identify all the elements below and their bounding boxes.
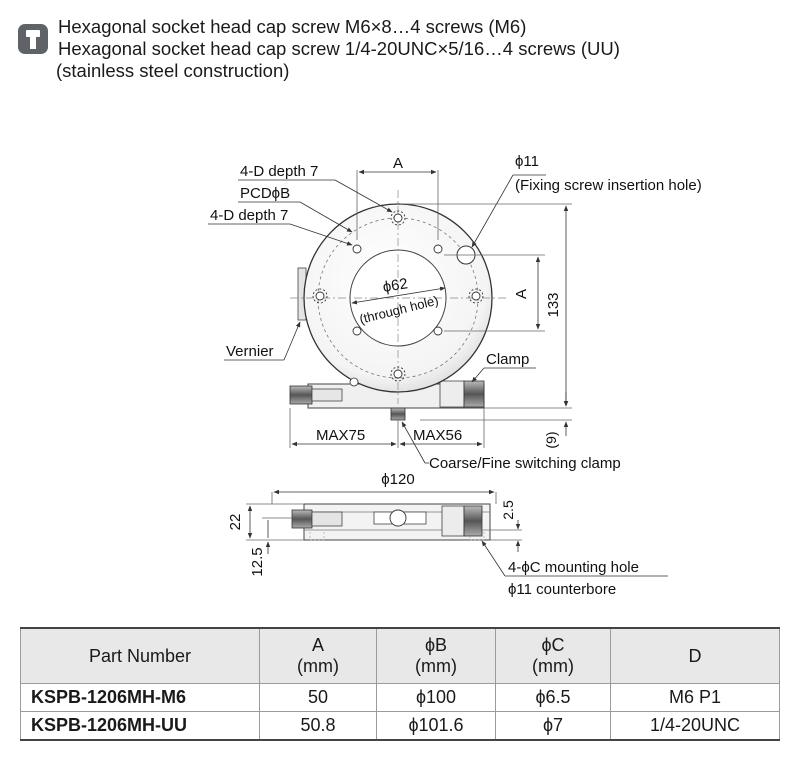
label-depth7-left: 4-D depth 7 <box>210 207 288 224</box>
cell-d: M6 P1 <box>610 683 780 712</box>
label-fixing-hole: (Fixing screw insertion hole) <box>515 177 702 194</box>
cell-c: ϕ7 <box>495 711 611 741</box>
cell-d: 1/4-20UNC <box>610 711 780 741</box>
label-counterbore: ϕ11 counterbore <box>508 581 616 598</box>
dim-a-top <box>356 169 439 240</box>
clamp-body <box>439 380 465 408</box>
technical-drawing: A ϕ11 (Fixing screw insertion hole) 4-D … <box>208 153 702 598</box>
label-max75: MAX75 <box>316 427 365 444</box>
note-line-3: (stainless steel construction) <box>56 60 290 81</box>
label-clamp: Clamp <box>486 351 529 368</box>
label-dim-12-5: 12.5 <box>249 547 266 576</box>
label-pcd: PCDϕB <box>240 185 290 202</box>
header-d: D <box>610 627 780 684</box>
micrometer-barrel-left <box>311 388 343 402</box>
label-dim-2-5: 2.5 <box>500 500 516 520</box>
cell-part-number: KSPB-1206MH-M6 <box>20 683 260 712</box>
side-view <box>291 503 491 541</box>
label-coarse-fine: Coarse/Fine switching clamp <box>429 455 621 472</box>
coarse-fine-knob <box>390 407 406 421</box>
cell-b: ϕ101.6 <box>376 711 496 741</box>
tapped-holes <box>312 210 484 382</box>
header-a: A(mm) <box>259 627 377 684</box>
label-max56: MAX56 <box>413 427 462 444</box>
label-dim-22: 22 <box>227 514 244 531</box>
table-row: KSPB-1206MH-M6 50 ϕ100 ϕ6.5 M6 P1 <box>20 683 780 712</box>
tool-icon <box>18 24 48 54</box>
label-depth7-top: 4-D depth 7 <box>240 163 318 180</box>
notes-text: Hexagonal socket head cap screw M6×8…4 s… <box>56 16 620 82</box>
table-row: KSPB-1206MH-UU 50.8 ϕ101.6 ϕ7 1/4-20UNC <box>20 711 780 741</box>
spec-table: Part Number A(mm) ϕB(mm) ϕC(mm) D KSPB-1… <box>20 627 780 741</box>
cell-part-number: KSPB-1206MH-UU <box>20 711 260 741</box>
label-dim-a-right: A <box>513 289 530 299</box>
label-dim-a-top: A <box>393 155 403 172</box>
label-dim-9: (9) <box>543 431 559 448</box>
label-vernier: Vernier <box>226 343 274 360</box>
cell-a: 50.8 <box>259 711 377 741</box>
cell-a: 50 <box>259 683 377 712</box>
label-phi120: ϕ120 <box>381 471 414 488</box>
square-holes <box>352 244 443 336</box>
cell-c: ϕ6.5 <box>495 683 611 712</box>
note-line-1: Hexagonal socket head cap screw M6×8…4 s… <box>58 16 527 37</box>
label-phi11: ϕ11 <box>515 153 539 170</box>
table-header-row: Part Number A(mm) ϕB(mm) ϕC(mm) D <box>20 627 780 684</box>
clamp-knob <box>463 380 485 408</box>
micrometer-knob-left <box>289 385 313 405</box>
note-line-2: Hexagonal socket head cap screw 1/4-20UN… <box>58 38 620 59</box>
header-part-number: Part Number <box>20 627 260 684</box>
header-b: ϕB(mm) <box>376 627 496 684</box>
cell-b: ϕ100 <box>376 683 496 712</box>
label-dim-133: 133 <box>545 292 562 317</box>
header-c: ϕC(mm) <box>495 627 611 684</box>
label-mounting-hole: 4-ϕC mounting hole <box>508 559 639 576</box>
